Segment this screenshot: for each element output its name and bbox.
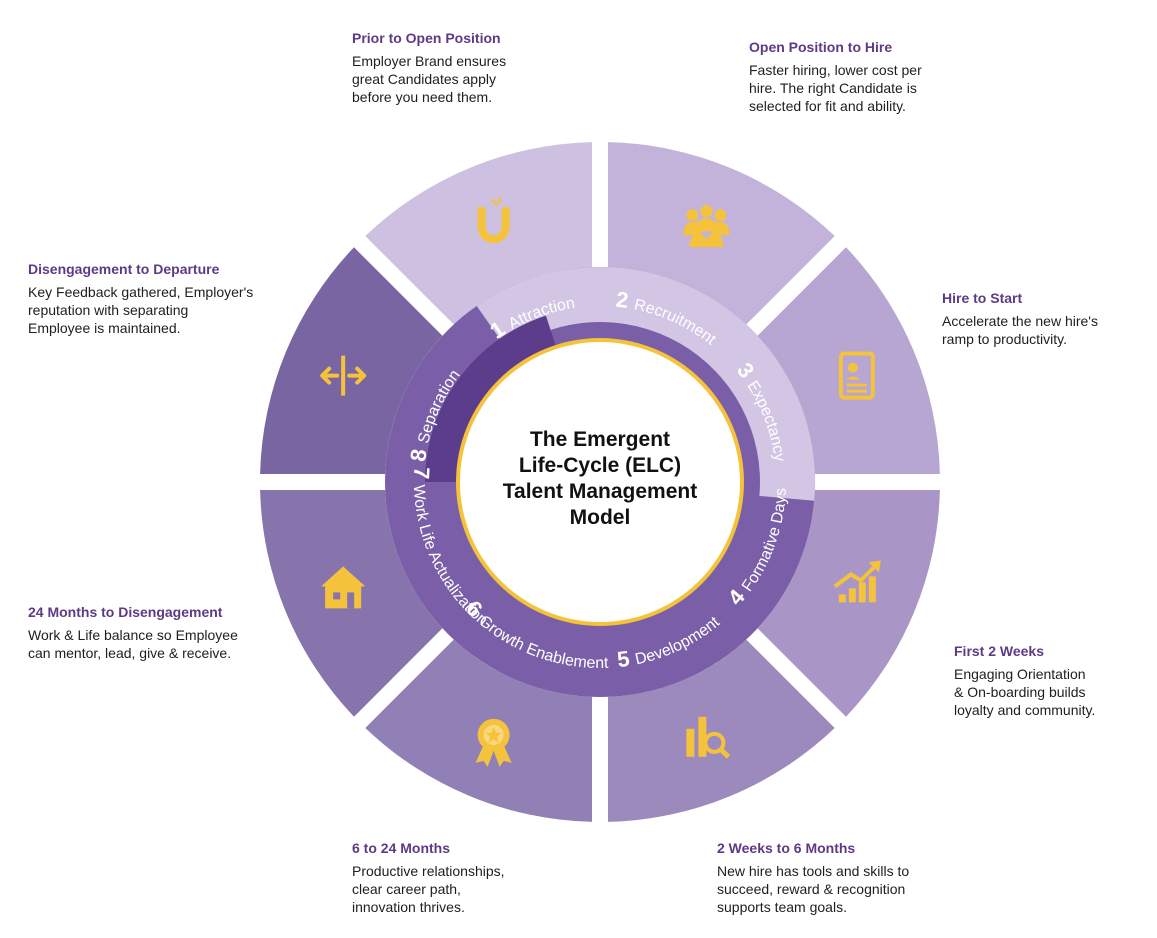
stage-6-description: 6 to 24 Months Productive relationships,… — [352, 840, 572, 916]
segment-3 — [757, 247, 940, 475]
people-group-icon — [683, 205, 730, 248]
stage-7-desc-title: 24 Months to Disengagement — [28, 604, 223, 620]
stage-7-description: 24 Months to Disengagement Work & Life b… — [28, 604, 298, 662]
stage-8-description: Disengagement to Departure Key Feedback … — [28, 261, 308, 337]
stage-8-desc-body: Key Feedback gathered, Employer's reputa… — [28, 284, 254, 336]
ring-separation-highlight — [425, 315, 557, 482]
segment-8 — [260, 247, 443, 475]
stage-5-number: 5 — [616, 645, 638, 672]
award-ribbon-icon — [475, 718, 512, 767]
chart-magnifier-icon — [686, 716, 731, 759]
stage-5-desc-title: 2 Weeks to 6 Months — [717, 840, 856, 856]
magnet-icon — [477, 197, 510, 244]
stage-4-description: First 2 Weeks Engaging Orientation & On-… — [954, 643, 1144, 719]
stage-1-desc-body: Employer Brand ensures great Candidates … — [352, 53, 507, 105]
stage-4-desc-body: Engaging Orientation & On-boarding build… — [954, 666, 1096, 718]
stage-6-desc-body: Productive relationships, clear career p… — [352, 863, 505, 915]
stage-7-number: 7 — [409, 466, 435, 485]
stage-7-desc-body: Work & Life balance so Employee can ment… — [28, 627, 238, 661]
stage-6-desc-title: 6 to 24 Months — [352, 840, 451, 856]
stage-icons — [320, 197, 881, 767]
stage-3-desc-title: Hire to Start — [942, 290, 1023, 306]
center-title: The Emergent Life-Cycle (ELC) Talent Man… — [502, 428, 698, 529]
stage-8-number: 8 — [405, 440, 433, 463]
center-circle — [460, 342, 740, 622]
stage-8-desc-title: Disengagement to Departure — [28, 261, 220, 277]
resume-document-icon — [838, 351, 875, 400]
stage-1-desc-title: Prior to Open Position — [352, 30, 501, 46]
stage-4-desc-title: First 2 Weeks — [954, 643, 1045, 659]
split-arrows-icon — [320, 355, 367, 396]
stage-2-number: 2 — [615, 287, 637, 314]
stage-5-desc-body: New hire has tools and skills to succeed… — [717, 863, 910, 915]
segment-1 — [365, 142, 593, 325]
stage-2-desc-body: Faster hiring, lower cost per hire. The … — [749, 62, 922, 114]
growth-chart-icon — [833, 560, 881, 603]
ring-light-arc — [476, 267, 815, 501]
stage-2-desc-title: Open Position to Hire — [749, 39, 893, 55]
stage-3-description: Hire to Start Accelerate the new hire's … — [942, 290, 1142, 348]
stage-ring — [385, 267, 815, 697]
segment-5 — [607, 639, 835, 822]
segment-4 — [757, 489, 940, 717]
stage-3-desc-body: Accelerate the new hire's ramp to produc… — [942, 313, 1098, 347]
stage-5-description: 2 Weeks to 6 Months New hire has tools a… — [717, 840, 977, 916]
stage-2-description: Open Position to Hire Faster hiring, low… — [749, 39, 989, 115]
house-icon — [321, 566, 366, 609]
stage-1-description: Prior to Open Position Employer Brand en… — [352, 30, 582, 106]
